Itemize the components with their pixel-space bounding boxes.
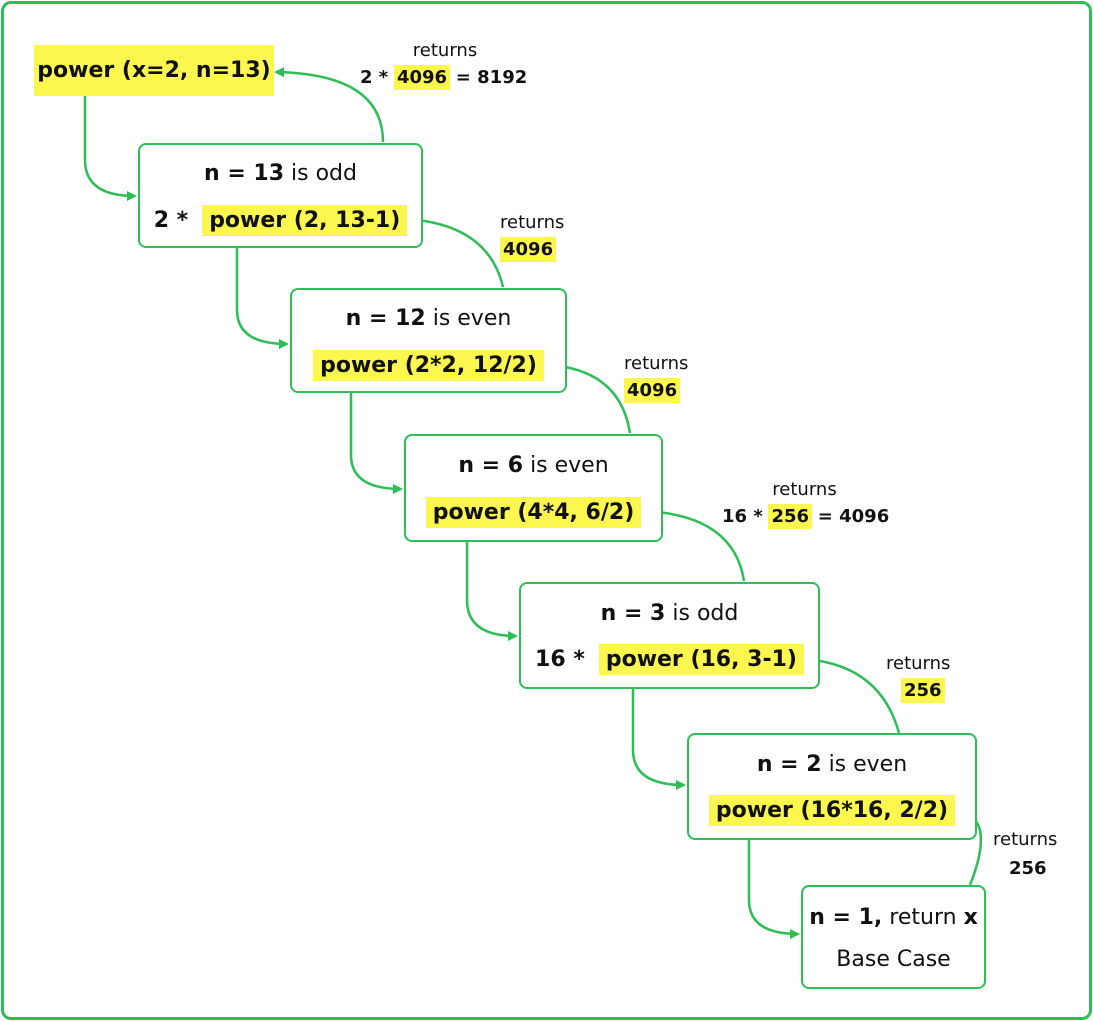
base-condition: n = 1, return x xyxy=(809,905,978,930)
step-condition: n = 12 is even xyxy=(345,306,512,331)
call-arrow-3 xyxy=(349,392,403,494)
call-arrow-5 xyxy=(631,688,686,790)
base-case-box: n = 1, return x Base Case xyxy=(801,885,986,989)
start-call: power (x=2, n=13) xyxy=(34,45,274,96)
step-condition: n = 2 is even xyxy=(756,752,908,777)
call-arrow-1 xyxy=(83,96,137,201)
return-label-1: returns 2 * 4096 = 8192 xyxy=(360,40,528,90)
step-call: 16 * power (16, 3-1) xyxy=(521,644,818,675)
call-arrow-4 xyxy=(465,540,518,641)
return-arrow-2 xyxy=(404,214,505,288)
step-condition: n = 3 is odd xyxy=(600,601,739,626)
step-box-n2: n = 2 is even power (16*16, 2/2) xyxy=(687,733,977,840)
call-arrow-6 xyxy=(747,838,800,939)
step-box-n12: n = 12 is even power (2*2, 12/2) xyxy=(290,288,567,393)
return-label-2: returns 4096 xyxy=(500,212,565,262)
return-label-6: returns 256 xyxy=(993,829,1058,879)
step-call: power (16*16, 2/2) xyxy=(689,795,975,826)
step-box-n13: n = 13 is odd 2 * power (2, 13-1) xyxy=(138,143,423,248)
step-call: power (2*2, 12/2) xyxy=(292,350,565,381)
step-box-n3: n = 3 is odd 16 * power (16, 3-1) xyxy=(519,582,820,689)
step-condition: n = 13 is odd xyxy=(204,161,357,186)
return-arrow-4 xyxy=(644,506,746,582)
step-box-n6: n = 6 is even power (4*4, 6/2) xyxy=(404,434,663,542)
step-call: power (4*4, 6/2) xyxy=(406,497,661,528)
base-case-label: Base Case xyxy=(836,947,951,972)
return-label-5: returns 256 xyxy=(886,653,951,703)
return-label-4: returns 16 * 256 = 4096 xyxy=(722,479,890,529)
call-arrow-2 xyxy=(235,246,289,349)
return-arrow-1 xyxy=(274,67,385,143)
step-condition: n = 6 is even xyxy=(458,453,609,478)
return-label-3: returns 4096 xyxy=(624,353,689,403)
step-call: 2 * power (2, 13-1) xyxy=(140,205,421,236)
